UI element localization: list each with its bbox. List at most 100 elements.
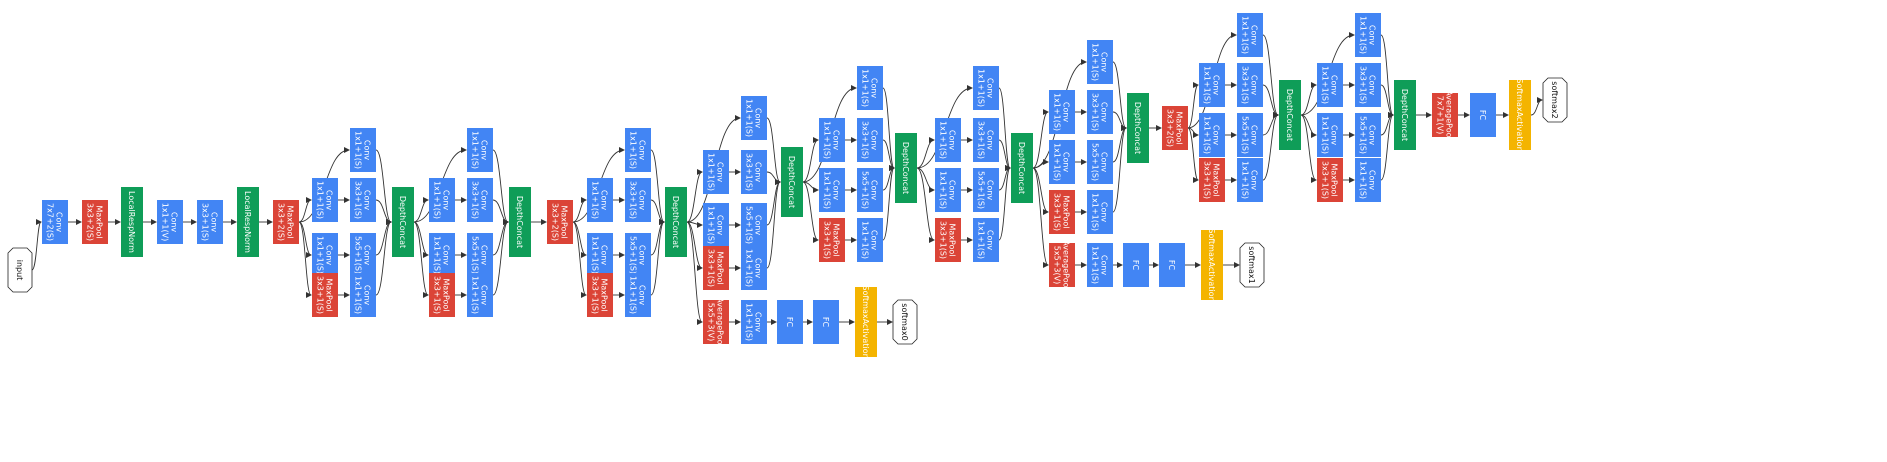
node-label: FC — [1167, 260, 1176, 271]
node-label: Conv1x1+1(V) — [161, 203, 179, 241]
node-label-line: 1x1+1(S) — [939, 121, 948, 159]
pool-box — [1199, 158, 1225, 202]
node-input: input — [7, 247, 33, 293]
node-label: Conv1x1+1(S) — [939, 171, 957, 209]
node-label-line: Conv — [480, 190, 489, 211]
node-label-line: Conv — [1250, 25, 1259, 46]
node-label-line: 1x1+1(S) — [354, 276, 363, 314]
node-label: FC — [821, 317, 830, 328]
pool-box — [1049, 243, 1075, 287]
pool-box — [82, 200, 108, 244]
node-label: SoftmaxActivation — [1515, 78, 1524, 151]
node-label-line: 1x1+1(S) — [433, 236, 442, 274]
conv-box — [467, 273, 493, 317]
node-label: Conv3x3+1(S) — [1241, 66, 1259, 104]
edge-i4c_cat-to-i4d_r2 — [916, 167, 935, 193]
node-label-line: DepthConcat — [1285, 89, 1294, 141]
node-i3b_r1: Conv1x1+1(S) — [429, 178, 455, 222]
node-i3a_p: MaxPool3x3+1(S) — [312, 273, 338, 317]
node-label-line: Conv — [600, 190, 609, 211]
node-i5a_b3: Conv5x5+1(S) — [1237, 113, 1263, 157]
node-label-line: 1x1+1(S) — [1053, 143, 1062, 181]
node-label-line: Conv — [716, 215, 725, 236]
conv-box — [741, 246, 767, 290]
node-label-line: MaxPool — [95, 205, 104, 238]
node-i3a_b3: Conv5x5+1(S) — [350, 233, 376, 277]
node-label: LocalRespNorm — [127, 191, 136, 253]
terminal-shape — [1239, 242, 1265, 288]
node-label-line: Conv — [1368, 125, 1377, 146]
concat-box — [895, 133, 917, 203]
node-label-line: Conv — [325, 190, 334, 211]
pool-box — [429, 273, 455, 317]
node-label-line: MaxPool — [1175, 111, 1184, 144]
node-aux0_sm: SoftmaxActivation — [855, 285, 877, 359]
node-i5a_r2: Conv1x1+1(S) — [1199, 113, 1225, 157]
node-label-line: Conv — [1100, 52, 1109, 73]
node-label: Conv1x1+1(S) — [745, 99, 763, 137]
node-label-line: 3x3+2(S) — [86, 203, 95, 241]
conv-box — [467, 178, 493, 222]
node-i4c_b3: Conv5x5+1(S) — [857, 168, 883, 212]
node-label: softmax1 — [1247, 246, 1256, 283]
node-label-line: 3x3+1(S) — [471, 181, 480, 219]
node-i4e_b4: Conv1x1+1(S) — [1087, 190, 1113, 234]
node-label-line: 3x3+1(S) — [433, 276, 442, 314]
edge-i4b_cat-to-i4c_r1 — [802, 137, 819, 183]
node-label-line: softmax1 — [1247, 246, 1256, 283]
edge-p3-to-i4a_r1 — [572, 197, 587, 223]
node-label-line: Conv — [1368, 75, 1377, 96]
node-label: Conv1x1+1(S) — [1091, 193, 1109, 231]
node-label: MaxPool3x3+1(S) — [707, 249, 725, 287]
node-label: Conv1x1+1(S) — [745, 303, 763, 341]
conv-box — [1237, 63, 1263, 107]
node-i4c_cat: DepthConcat — [895, 133, 917, 203]
node-label-line: Conv — [600, 245, 609, 266]
node-i3b_b4: Conv1x1+1(S) — [467, 273, 493, 317]
conv-box — [813, 300, 839, 344]
pool-box — [703, 246, 729, 290]
node-label: Conv1x1+1(S) — [591, 181, 609, 219]
node-label-line: 3x3+1(S) — [977, 121, 986, 159]
node-label: AveragePool5x5+3(V) — [1053, 240, 1071, 289]
node-label: LocalRespNorm — [243, 191, 252, 253]
node-label-line: Conv — [1100, 102, 1109, 123]
edge-i4a_b4-to-i4a_cat — [650, 219, 665, 296]
node-label: Conv1x1+1(S) — [471, 276, 489, 314]
node-i4a_p: MaxPool3x3+1(S) — [587, 273, 613, 317]
node-label: Conv1x1+1(S) — [1321, 66, 1339, 104]
node-i4c_b4: Conv1x1+1(S) — [857, 218, 883, 262]
node-label: AveragePool5x5+3(V) — [707, 297, 725, 346]
node-label: Conv1x1+1(S) — [977, 221, 995, 259]
node-label-line: LocalRespNorm — [243, 191, 252, 253]
node-label: SoftmaxActivation — [861, 285, 870, 358]
node-label-line: 5x5+1(S) — [1091, 143, 1100, 181]
node-label: Conv1x1+1(S) — [1203, 116, 1221, 154]
node-label-line: AveragePool — [716, 297, 725, 346]
node-label: Conv3x3+1(S) — [861, 121, 879, 159]
node-label-line: AveragePool — [1062, 240, 1071, 289]
edge-i4d_b4-to-i4d_cat — [998, 165, 1011, 241]
conv-box — [973, 118, 999, 162]
node-label-line: Conv — [480, 285, 489, 306]
pool-box — [1317, 158, 1343, 202]
node-label: SoftmaxActivation — [1207, 228, 1216, 301]
conv-box — [857, 66, 883, 110]
node-label: DepthConcat — [787, 156, 796, 208]
node-n1: LocalRespNorm — [121, 187, 143, 257]
node-label-line: Conv — [363, 190, 372, 211]
node-label: Conv5x5+1(S) — [1241, 116, 1259, 154]
node-label: Conv1x1+1(S) — [1359, 16, 1377, 54]
node-label-line: Conv — [363, 140, 372, 161]
node-i4a_b1: Conv1x1+1(S) — [625, 128, 651, 172]
node-label: MaxPool3x3+2(S) — [1166, 109, 1184, 147]
node-label-line: 3x3+1(S) — [201, 203, 210, 241]
node-label-line: 1x1+1(S) — [977, 69, 986, 107]
node-label: Conv1x1+1(S) — [433, 181, 451, 219]
node-label-line: 1x1+1(S) — [1203, 66, 1212, 104]
node-label-line: FC — [1167, 260, 1176, 271]
node-label-line: Conv — [480, 140, 489, 161]
concat-box — [237, 187, 259, 257]
edge-i3a_b4-to-i3a_cat — [375, 219, 392, 296]
node-label: Conv1x1+1(S) — [433, 236, 451, 274]
